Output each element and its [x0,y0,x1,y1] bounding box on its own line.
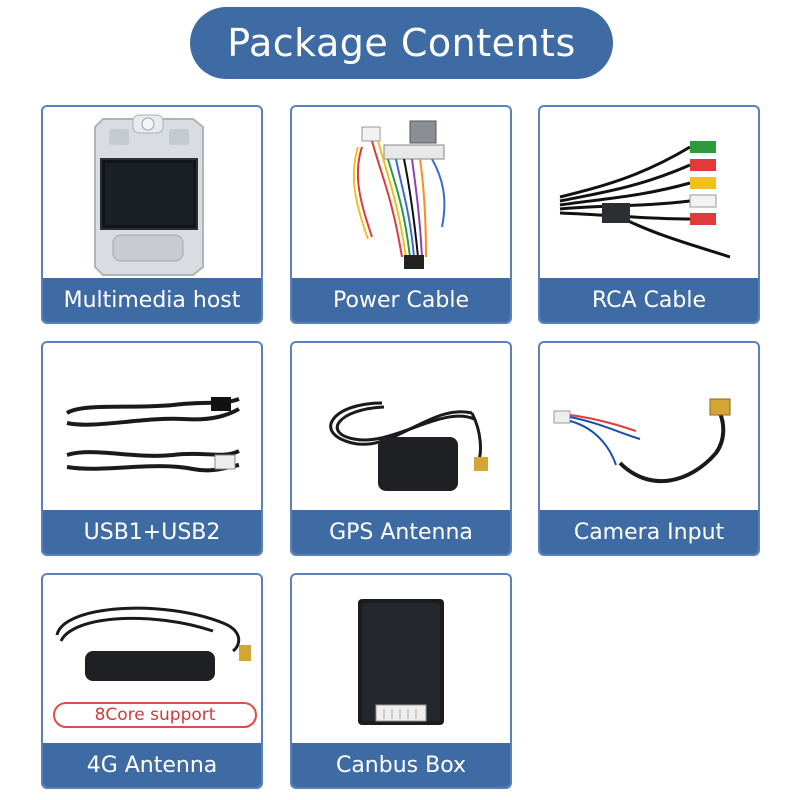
camera-input-image [540,343,758,511]
item-label: Canbus Box [292,743,510,787]
item-label: RCA Cable [540,278,758,322]
item-label: 4G Antenna [43,743,261,787]
canbus-box-image [292,575,510,747]
card-canbus-box: Canbus Box [290,573,512,789]
multimedia-host-image [43,107,261,279]
item-label: GPS Antenna [292,510,510,554]
item-label: Multimedia host [43,278,261,322]
power-cable-image [292,107,510,279]
item-label: Power Cable [292,278,510,322]
card-4g-antenna: 8Core support 4G Antenna [41,573,263,789]
card-power-cable: Power Cable [290,105,512,324]
page-title: Package Contents [190,7,613,79]
card-rca-cable: RCA Cable [538,105,760,324]
gps-antenna-image [292,343,510,511]
usb-cables-image [43,343,261,511]
card-gps-antenna: GPS Antenna [290,341,512,556]
card-camera-input: Camera Input [538,341,760,556]
item-label: USB1+USB2 [43,510,261,554]
rca-cable-image [540,107,758,279]
card-multimedia-host: Multimedia host [41,105,263,324]
8core-support-badge: 8Core support [53,702,257,728]
item-label: Camera Input [540,510,758,554]
4g-antenna-image [43,575,261,699]
card-usb1-usb2: USB1+USB2 [41,341,263,556]
